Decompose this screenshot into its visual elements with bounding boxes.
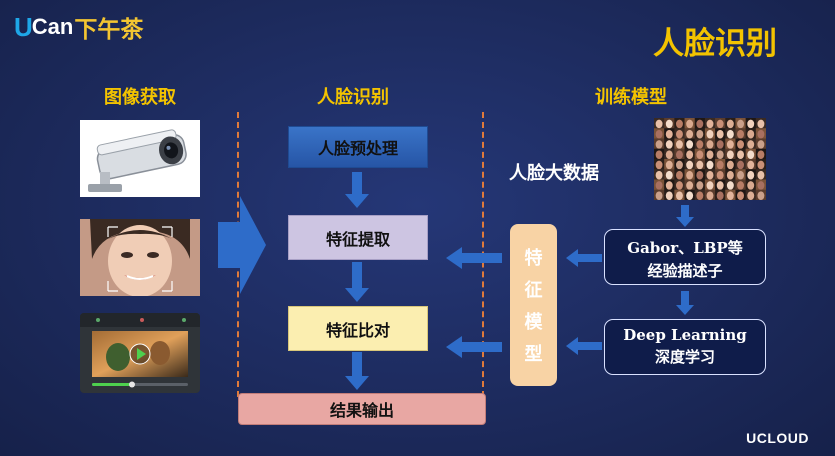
model-char: 征 <box>524 280 543 301</box>
arrow-left-icon <box>446 247 502 269</box>
model-char: 型 <box>524 344 543 365</box>
preprocess-box: 人脸预处理 <box>288 126 428 168</box>
arrow-down-icon-4 <box>676 205 694 227</box>
big-data-label: 人脸大数据 <box>509 163 599 184</box>
ucan-logo: U Can 下午茶 <box>14 10 143 44</box>
result-output-box: 结果输出 <box>238 393 486 425</box>
arrow-down-icon-2 <box>345 262 369 302</box>
handcrafted-line2: 经验描述子 <box>647 262 723 280</box>
arrow-left-icon-3 <box>566 249 602 267</box>
deep-learning-box: Deep Learning 深度学习 <box>604 319 766 375</box>
arrow-down-icon <box>345 172 369 208</box>
handcrafted-line1: Gabor、LBP等 <box>627 239 743 257</box>
face-mosaic-icon <box>654 118 766 200</box>
handcrafted-descriptor-box: Gabor、LBP等 经验描述子 <box>604 229 766 285</box>
feature-extract-box: 特征提取 <box>288 215 428 260</box>
column-header-acquire: 图像获取 <box>104 87 176 108</box>
column-header-train: 训练模型 <box>595 87 667 108</box>
video-player-icon <box>80 313 200 393</box>
result-output-label: 结果输出 <box>329 401 394 420</box>
arrow-left-icon-4 <box>566 337 602 355</box>
deep-line1: Deep Learning <box>623 326 747 344</box>
deep-line2: 深度学习 <box>654 348 715 366</box>
model-char: 模 <box>524 312 543 333</box>
security-camera-icon <box>80 120 200 197</box>
feature-compare-box: 特征比对 <box>288 306 428 351</box>
face-photo-icon <box>80 219 200 296</box>
arrow-down-icon-3 <box>345 352 369 390</box>
feature-model-box: 特 征 模 型 <box>510 224 557 386</box>
preprocess-label: 人脸预处理 <box>317 139 398 158</box>
arrow-left-icon-2 <box>446 336 502 358</box>
input-arrow-icon <box>218 196 266 294</box>
column-header-recognize: 人脸识别 <box>317 87 389 108</box>
arrow-down-icon-5 <box>676 291 694 315</box>
feature-extract-label: 特征提取 <box>325 229 390 249</box>
page-title: 人脸识别 <box>653 26 777 62</box>
model-char: 特 <box>524 248 543 269</box>
feature-compare-label: 特征比对 <box>325 320 390 340</box>
ucloud-logo: UCLOUD <box>746 430 809 446</box>
logo-u: U <box>14 11 33 42</box>
logo-can: Can <box>31 14 74 39</box>
logo-tea: 下午茶 <box>74 17 144 43</box>
